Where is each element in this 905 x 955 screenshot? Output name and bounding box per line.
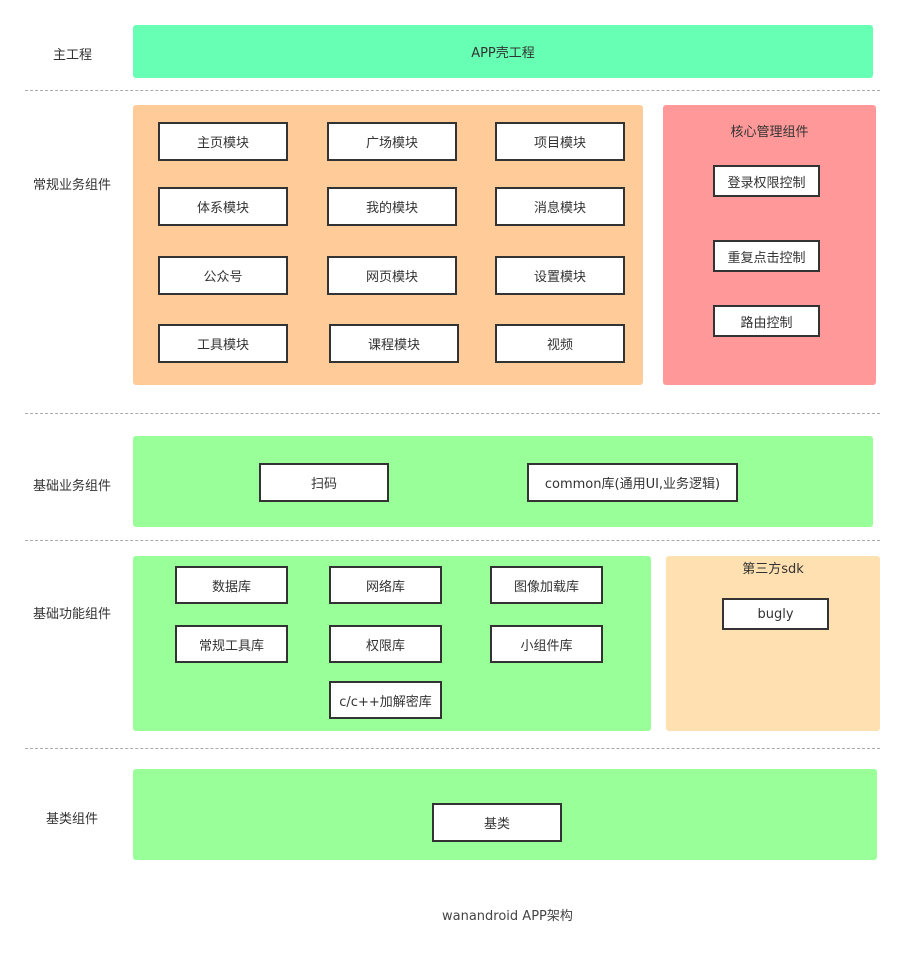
business-module-box: 公众号 [158,256,288,295]
base-function-box: c/c++加解密库 [329,681,442,719]
core-item-box: 重复点击控制 [713,240,820,272]
row-label-base-business: 基础业务组件 [33,479,112,494]
row-label-business: 常规业务组件 [33,178,112,193]
base-business-box: common库(通用UI,业务逻辑) [527,463,738,502]
shell-label: APP壳工程 [471,46,535,61]
row-label-base-function: 基础功能组件 [33,607,112,622]
base-business-box: 扫码 [259,463,389,502]
separator [25,748,880,749]
base-function-box: 权限库 [329,625,442,663]
separator [25,90,880,91]
base-function-box: 小组件库 [490,625,603,663]
business-module-box: 工具模块 [158,324,288,363]
base-business-panel [133,436,873,527]
diagram-caption: wanandroid APP架构 [442,909,573,924]
business-module-box: 课程模块 [329,324,459,363]
business-module-box: 体系模块 [158,187,288,226]
business-module-box: 视频 [495,324,625,363]
base-function-box: 网络库 [329,566,442,604]
business-module-box: 项目模块 [495,122,625,161]
business-module-box: 设置模块 [495,256,625,295]
shell-panel: APP壳工程 [133,25,873,78]
business-module-box: 主页模块 [158,122,288,161]
base-function-box: 图像加载库 [490,566,603,604]
row-label-base-class: 基类组件 [46,812,99,827]
core-item-box: 路由控制 [713,305,820,337]
base-class-box: 基类 [432,803,562,842]
core-item-box: 登录权限控制 [713,165,820,197]
base-function-box: 常规工具库 [175,625,288,663]
business-module-box: 网页模块 [327,256,457,295]
business-module-box: 消息模块 [495,187,625,226]
business-module-box: 我的模块 [327,187,457,226]
third-party-panel [666,556,880,731]
third-party-title: 第三方sdk [742,562,804,577]
row-label-main: 主工程 [53,48,93,63]
third-party-box: bugly [722,598,829,630]
separator [25,413,880,414]
core-panel-title: 核心管理组件 [730,125,809,140]
separator [25,540,880,541]
business-module-box: 广场模块 [327,122,457,161]
base-function-box: 数据库 [175,566,288,604]
